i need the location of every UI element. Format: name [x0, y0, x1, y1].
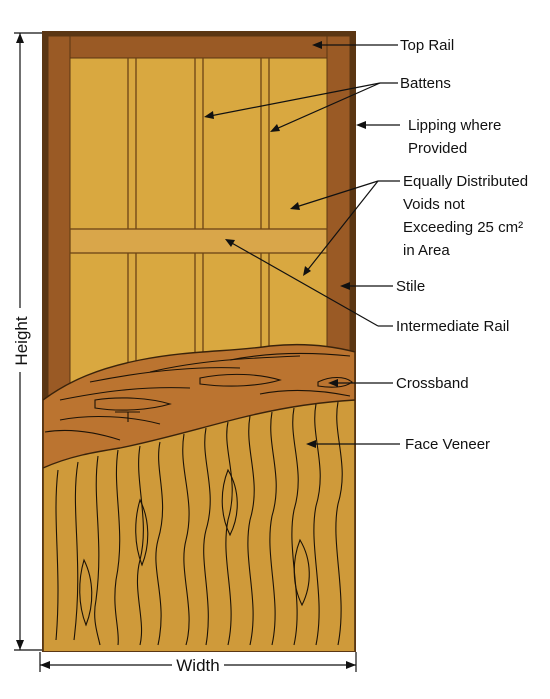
label-voids-line2: Voids not — [403, 196, 466, 213]
label-lipping-line2: Provided — [408, 140, 467, 157]
width-dimension: Width — [39, 652, 357, 675]
component-labels: Top Rail Battens Lipping where Provided … — [396, 37, 528, 453]
label-lipping-line1: Lipping where — [408, 117, 501, 134]
label-stile: Stile — [396, 278, 425, 295]
face-veneer — [43, 399, 355, 651]
label-voids-line1: Equally Distributed — [403, 173, 528, 190]
intermediate-rail — [69, 228, 328, 254]
door — [42, 31, 356, 652]
height-dimension: Height — [10, 32, 42, 651]
width-label: Width — [176, 656, 219, 675]
leader-lines — [204, 41, 400, 448]
core-voids — [48, 36, 350, 396]
label-face-veneer: Face Veneer — [405, 436, 490, 453]
label-voids-line3: Exceeding 25 cm² — [403, 219, 523, 236]
height-label: Height — [12, 316, 31, 365]
label-voids-line4: in Area — [403, 242, 450, 259]
label-top-rail: Top Rail — [400, 37, 454, 54]
crossband-grain — [44, 352, 353, 441]
top-rail — [69, 35, 328, 59]
label-intermediate-rail: Intermediate Rail — [396, 318, 509, 335]
label-battens: Battens — [400, 75, 451, 92]
face-veneer-grain — [55, 401, 343, 646]
label-crossband: Crossband — [396, 375, 469, 392]
left-stile — [47, 35, 71, 397]
